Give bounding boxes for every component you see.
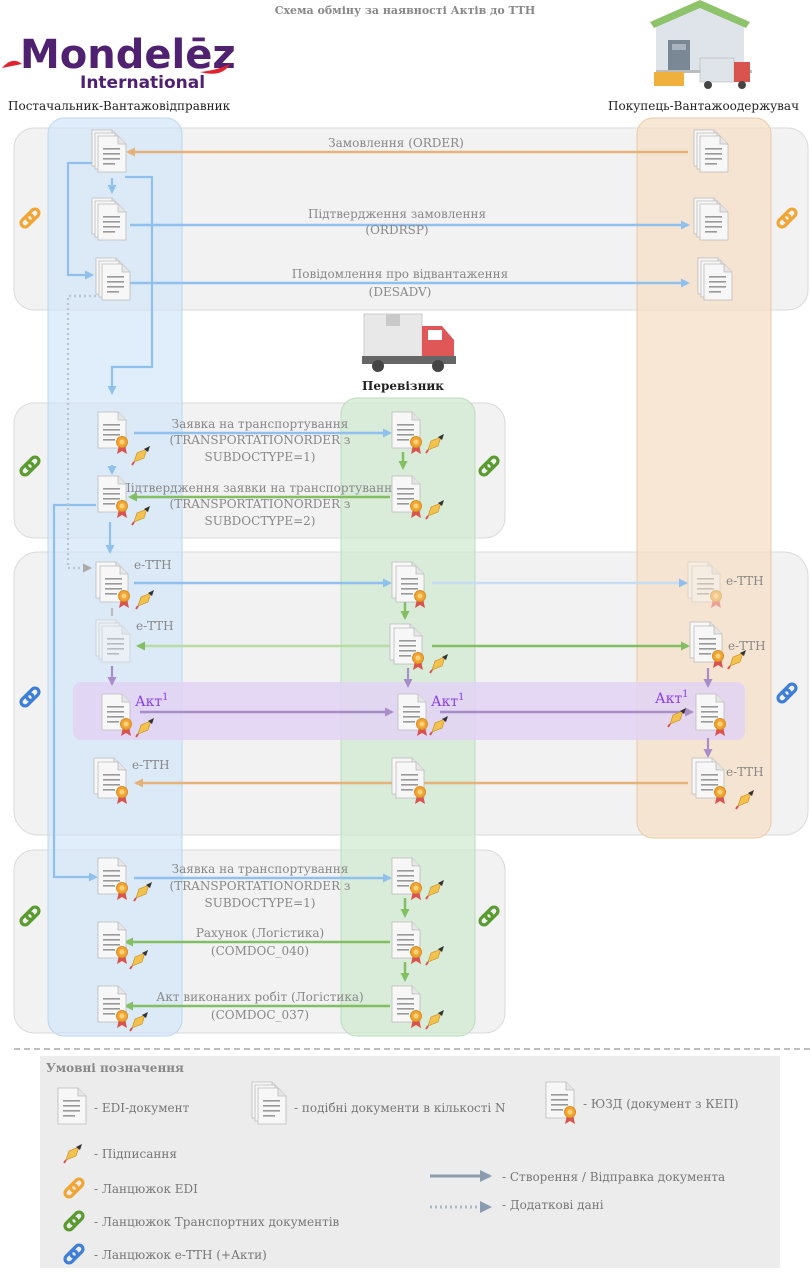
transport1-doc-carrier-icon	[392, 412, 422, 454]
transport2-doc-carrier-icon	[392, 858, 422, 900]
ordrsp-label: Підтвердження замовлення	[308, 207, 486, 221]
confirm-doc-carrier-icon	[392, 476, 422, 518]
carrier-label: Перевізник	[362, 379, 444, 393]
order-label: Замовлення (ORDER)	[328, 136, 464, 150]
invoice-doc-carrier-icon	[392, 922, 422, 964]
invoice-doc-supplier-icon	[98, 922, 128, 964]
buyer-label: Покупець-Вантажоодержувач	[608, 99, 799, 113]
legend-similar-text: - подібні документи в кількості N	[294, 1101, 506, 1115]
supplier-flow	[52, 161, 154, 882]
legend-yuzd-icon	[546, 1082, 576, 1124]
ettn2-supplier-label: е-ТТН	[136, 619, 174, 633]
legend-panel	[40, 1056, 780, 1268]
akt-buyer-icon	[696, 694, 726, 736]
act-works-doc-supplier-icon	[98, 986, 128, 1028]
akt-supplier-label: Акт1	[135, 692, 168, 710]
confirm-doc-supplier-icon	[98, 476, 128, 518]
legend-yuzd-text: - ЮЗД (документ з КЕП)	[583, 1097, 739, 1111]
akt-carrier-label: Акт1	[431, 692, 464, 710]
additional-data-line	[66, 294, 96, 573]
transport1-code: (TRANSPORTATIONORDER з	[170, 433, 351, 447]
transport1-doc-supplier-icon	[98, 412, 128, 454]
legend-title: Умовні позначення	[46, 1061, 184, 1075]
legend-chain-ettn-text: - Ланцюжок е-ТТН (+Акти)	[94, 1248, 267, 1262]
diagram-title: Схема обміну за наявності Актів до ТТН	[275, 4, 536, 17]
transport1-label: Заявка на транспортування	[172, 417, 349, 431]
transport2-doc-supplier-icon	[98, 858, 128, 900]
akt-supplier-icon	[102, 694, 132, 736]
transport-confirm-code: (TRANSPORTATIONORDER з	[170, 497, 351, 511]
mondelez-logo: Mondelēz International	[2, 32, 236, 93]
desadv-code: (DESADV)	[369, 285, 432, 299]
transport2-label: Заявка на транспортування	[172, 862, 349, 876]
akt-carrier-icon	[398, 694, 428, 736]
legend-chain-transport-text: - Ланцюжок Транспортних документів	[94, 1215, 340, 1229]
ettn1-supplier-label: е-ТТН	[134, 558, 172, 572]
desadv-label: Повідомлення про відвантаження	[292, 267, 508, 281]
legend-signing-text: - Підписання	[94, 1147, 177, 1161]
ettn2-buyer-label: е-ТТН	[728, 639, 766, 653]
transport-confirm-label: Підтвердження заявки на транспортування	[120, 481, 399, 495]
ettn1-buyer-label: е-ТТН	[726, 574, 764, 588]
transport-confirm-subtype: SUBDOCTYPE=2)	[205, 514, 316, 528]
ordrsp-code: (ORDRSP)	[365, 223, 428, 237]
transport2-code: (TRANSPORTATIONORDER з	[170, 879, 351, 893]
logo-sub: International	[80, 73, 205, 93]
legend-additional-text: - Додаткові дані	[502, 1198, 604, 1212]
group-edi	[13, 127, 809, 311]
legend-edi-text: - EDI-документ	[94, 1101, 190, 1115]
ettn4-supplier-label: е-ТТН	[132, 758, 170, 772]
akt-buyer-label: Акт1	[655, 689, 688, 707]
act-works-label: Акт виконаних робіт (Логістика)	[156, 990, 363, 1004]
supplier-label: Постачальник-Вантажовідправник	[8, 99, 231, 113]
legend-create-text: - Створення / Відправка документа	[502, 1170, 725, 1184]
legend-chain-edi-text: - Ланцюжок EDI	[94, 1182, 198, 1196]
invoice-label: Рахунок (Логістика)	[196, 926, 324, 940]
transport2-subtype: SUBDOCTYPE=1)	[205, 896, 316, 910]
transport1-subtype: SUBDOCTYPE=1)	[205, 450, 316, 464]
act-works-doc-carrier-icon	[392, 986, 422, 1028]
truck-icon	[362, 313, 456, 372]
legend-edi-icon	[57, 1087, 87, 1125]
ettn4-buyer-label: е-ТТН	[726, 765, 764, 779]
warehouse-icon	[650, 0, 752, 89]
act-works-code: (COMDOC_037)	[211, 1008, 309, 1022]
logo-main: Mondelēz	[20, 32, 236, 78]
invoice-code: (COMDOC_040)	[211, 944, 309, 958]
